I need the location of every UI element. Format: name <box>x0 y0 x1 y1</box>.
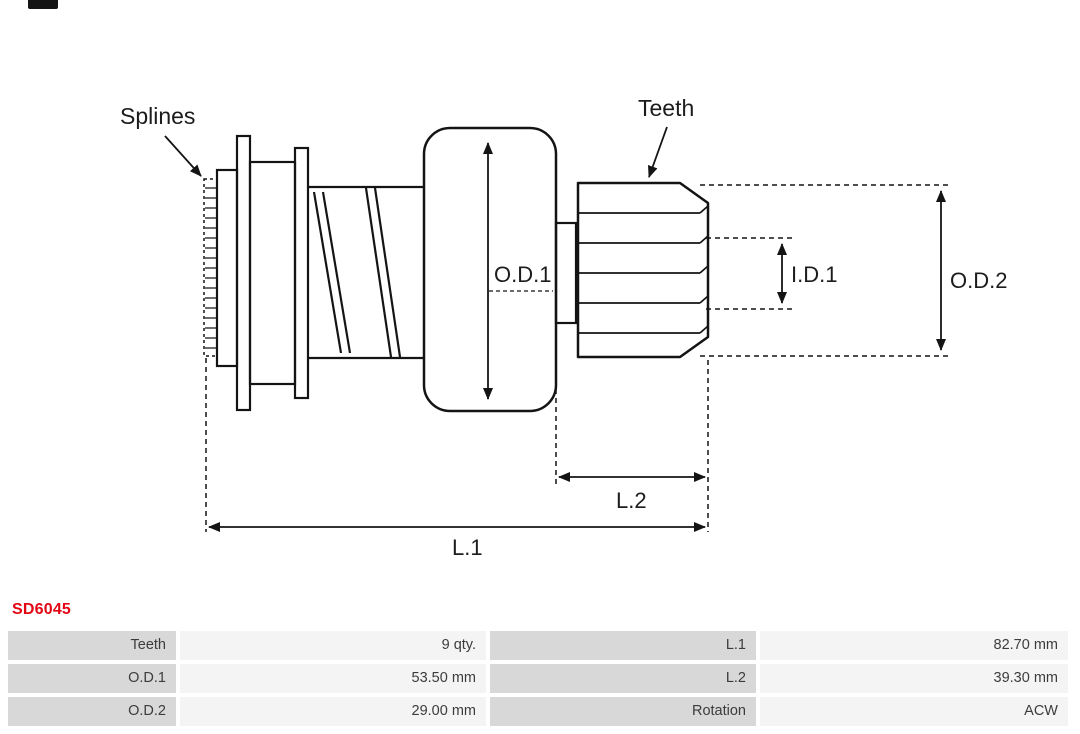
pinion-gear <box>576 181 710 359</box>
dimension-l1: L.1 <box>205 358 706 560</box>
id1-label: I.D.1 <box>791 262 837 287</box>
table-value-cell: 9 qty. <box>180 631 486 660</box>
starter-drive-drawing: O.D.1 O.D.2 I.D.1 L.2 L.1 Splines <box>120 95 1007 560</box>
l2-label: L.2 <box>616 488 647 513</box>
table-value-cell: 53.50 mm <box>180 664 486 693</box>
table-label-cell: O.D.1 <box>8 664 176 693</box>
teeth-callout: Teeth <box>638 95 694 178</box>
table-label-cell: L.2 <box>490 664 756 693</box>
table-value-cell: 82.70 mm <box>760 631 1068 660</box>
table-value-cell: ACW <box>760 697 1068 726</box>
od1-label: O.D.1 <box>494 262 551 287</box>
table-label-cell: L.1 <box>490 631 756 660</box>
part-number: SD6045 <box>12 601 72 618</box>
splines-label: Splines <box>120 103 195 129</box>
splines-callout: Splines <box>120 103 202 177</box>
technical-diagram: O.D.1 O.D.2 I.D.1 L.2 L.1 Splines <box>120 95 1007 560</box>
table-value-cell: 39.30 mm <box>760 664 1068 693</box>
dimension-id1: I.D.1 <box>706 237 837 310</box>
spline-section <box>203 168 239 368</box>
table-label-cell: Rotation <box>490 697 756 726</box>
dimension-od2: O.D.2 <box>700 184 1007 357</box>
shaft-step <box>554 221 578 325</box>
spec-table: Teeth 9 qty. L.1 82.70 mm O.D.1 53.50 mm… <box>8 631 1068 726</box>
table-value-cell: 29.00 mm <box>180 697 486 726</box>
teeth-label: Teeth <box>638 95 694 121</box>
dimension-l2: L.2 <box>555 326 709 532</box>
flange-section <box>235 134 310 412</box>
od2-label: O.D.2 <box>950 268 1007 293</box>
l1-label: L.1 <box>452 535 483 560</box>
table-label-cell: Teeth <box>8 631 176 660</box>
page-corner-marker <box>28 0 58 9</box>
dimension-od1: O.D.1 <box>483 142 553 400</box>
spring-section <box>308 185 424 360</box>
table-label-cell: O.D.2 <box>8 697 176 726</box>
